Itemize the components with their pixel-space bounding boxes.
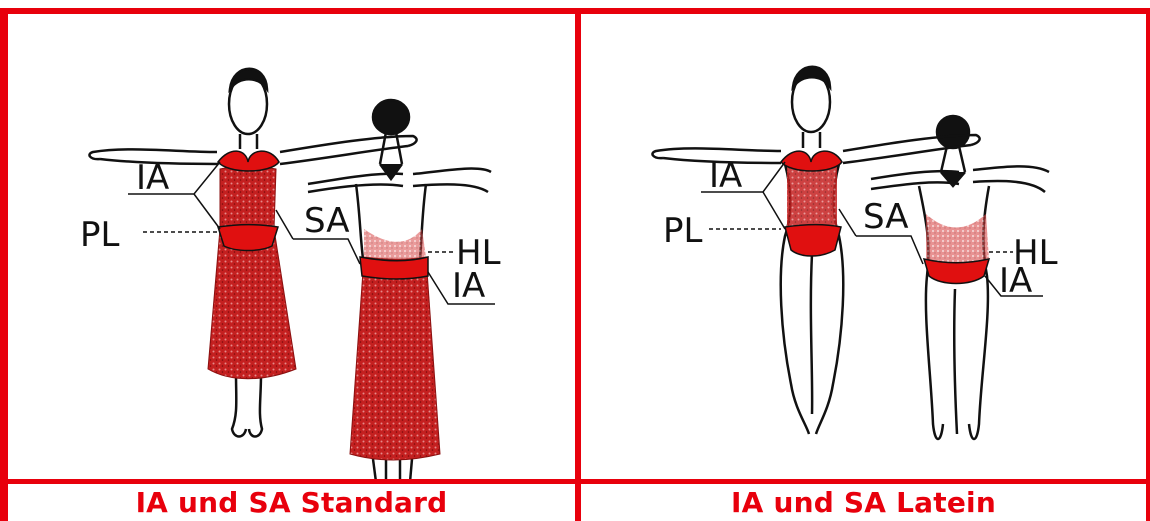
panel-standard: IA PL SA HL IA xyxy=(8,14,575,479)
label-sa: SA xyxy=(304,201,349,241)
panel-latein: IA PL SA HL IA xyxy=(581,14,1146,479)
front-dress xyxy=(208,167,296,379)
front-briefs xyxy=(218,225,278,251)
back-lace xyxy=(926,214,989,263)
label-pl: PL xyxy=(80,215,120,255)
front-bra xyxy=(218,151,279,171)
label-ia-front: IA xyxy=(136,158,169,198)
front-bra xyxy=(781,151,842,171)
border-left xyxy=(0,8,8,521)
label-ia-front: IA xyxy=(709,156,742,196)
latein-illustration: IA PL SA HL IA xyxy=(581,14,1146,479)
back-waistband xyxy=(360,257,428,279)
label-sa: SA xyxy=(863,197,908,237)
label-ia-back: IA xyxy=(452,266,485,306)
back-briefs xyxy=(924,259,989,284)
label-ia-back: IA xyxy=(999,261,1032,301)
front-torso-lace xyxy=(787,165,837,235)
back-back-lace xyxy=(364,229,426,259)
label-pl: PL xyxy=(663,211,703,251)
back-skirt xyxy=(350,257,440,460)
standard-illustration: IA PL SA HL IA xyxy=(8,14,575,479)
caption-latein: IA und SA Latein xyxy=(581,484,1146,521)
border-right xyxy=(1146,8,1150,521)
caption-standard: IA und SA Standard xyxy=(8,484,575,521)
front-briefs xyxy=(785,225,841,256)
